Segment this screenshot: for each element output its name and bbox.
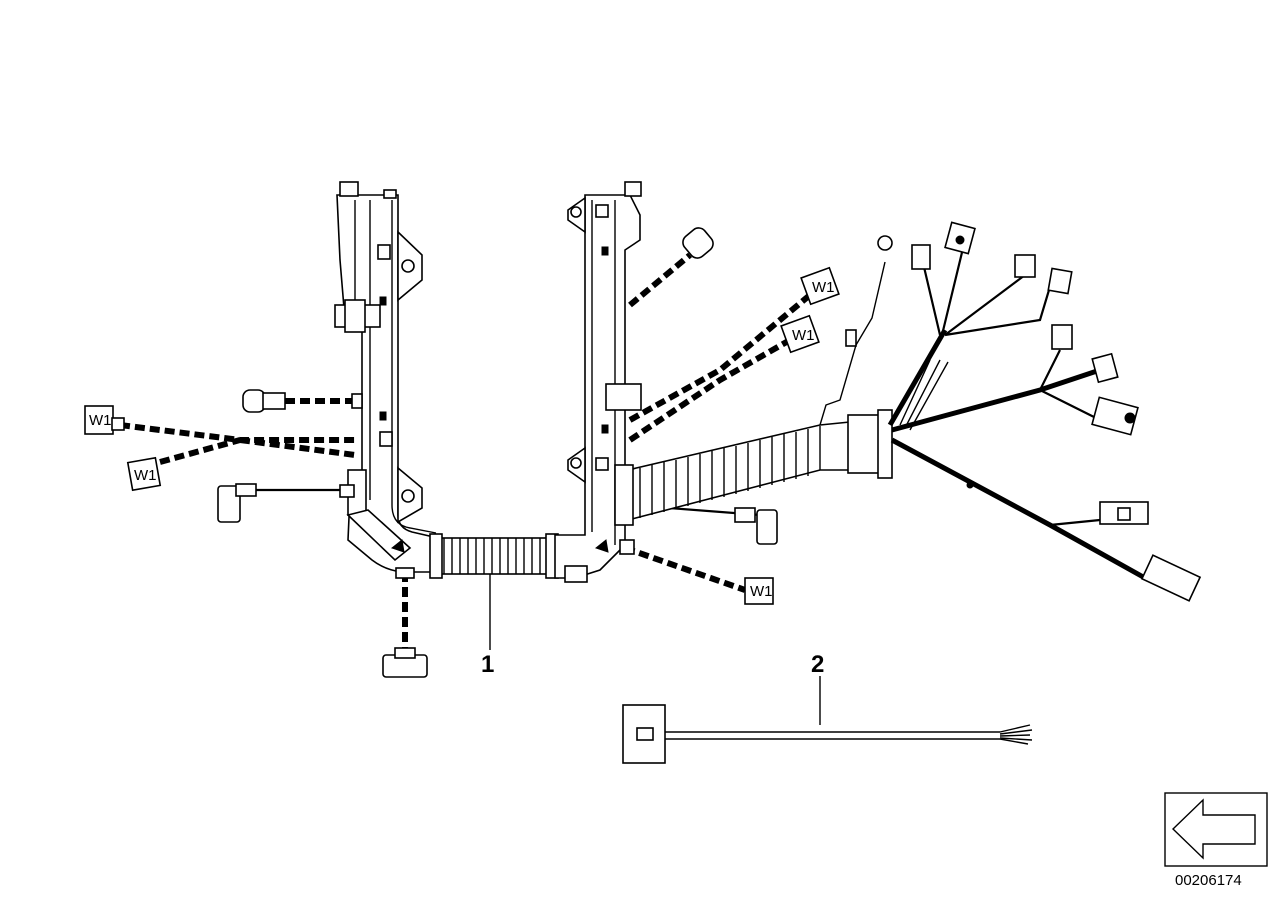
main-wiring-harness: W1 W1 — [84, 181, 1202, 678]
svg-text:W1: W1 — [750, 583, 773, 600]
back-button[interactable] — [1164, 792, 1268, 867]
bottom-corrugated-tube — [429, 533, 559, 650]
left-arrow-icon — [1171, 798, 1256, 860]
callout-1: 1 — [481, 651, 494, 678]
lower-right-fanout — [890, 437, 1202, 602]
svg-text:W1: W1 — [134, 467, 157, 484]
svg-text:W1: W1 — [812, 279, 835, 296]
left-branch-wires: W1 W1 — [84, 389, 428, 678]
svg-text:W1: W1 — [792, 327, 815, 344]
right-channel-branches: W1 W1 W1 — [619, 227, 840, 605]
main-trunk-corrugated — [614, 235, 893, 526]
left-harness-channel — [334, 181, 439, 573]
callout-2: 2 — [811, 651, 824, 678]
upper-right-fanout — [887, 221, 1139, 436]
part-2-cable — [622, 676, 1033, 764]
image-code: 00206174 — [1175, 872, 1242, 889]
svg-text:W1: W1 — [89, 412, 112, 429]
